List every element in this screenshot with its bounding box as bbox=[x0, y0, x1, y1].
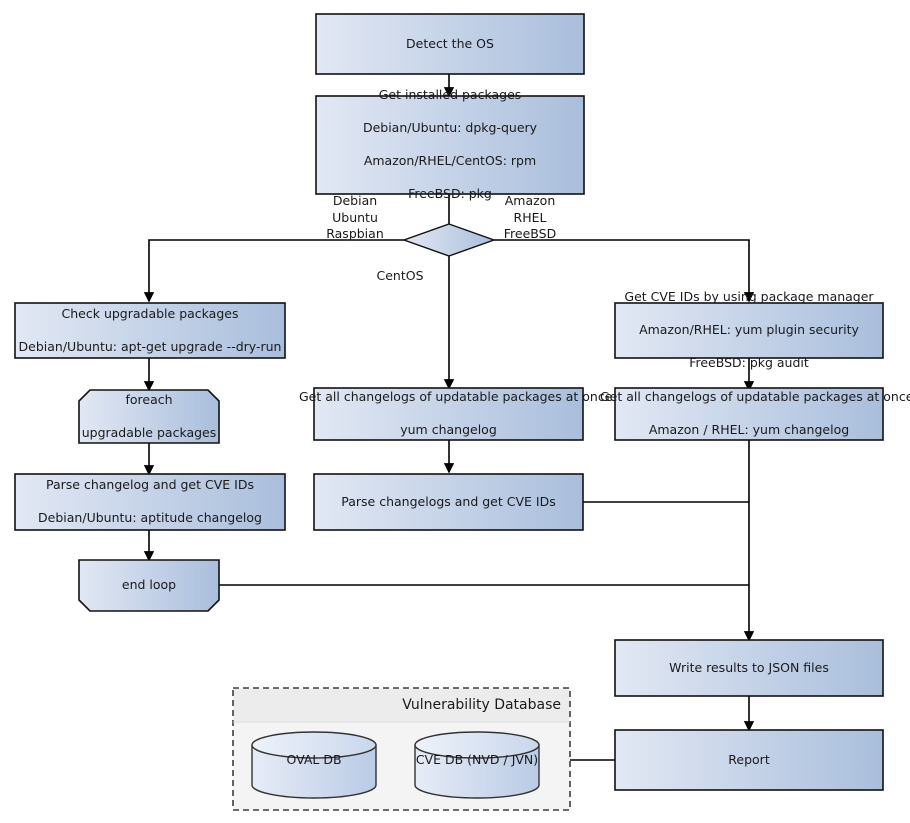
branch-right-line-2: RHEL bbox=[513, 209, 547, 225]
node-get-installed-packages bbox=[315, 95, 585, 195]
node-os-decision bbox=[401, 223, 497, 257]
db-oval-label: OVAL DB bbox=[252, 752, 376, 767]
branch-right-line-1: Amazon bbox=[504, 193, 556, 208]
branch-left-line-2: Ubuntu bbox=[332, 209, 378, 225]
edge-decision-right bbox=[494, 239, 755, 303]
node-changelogs-center bbox=[313, 387, 584, 441]
edge-label-right-branch: Amazon RHEL FreeBSD bbox=[475, 193, 585, 243]
edge-label-center-branch: CentOS bbox=[360, 268, 440, 285]
db-cve-label: CVE DB (NVD / JVN) bbox=[415, 752, 539, 767]
edge-decision-left bbox=[143, 239, 404, 303]
node-foreach-shape bbox=[78, 389, 220, 444]
cve-db-text: CVE DB (NVD / JVN) bbox=[415, 752, 539, 767]
node-parse-changelogs-center bbox=[313, 473, 584, 531]
branch-left-line-3: Raspbian bbox=[326, 226, 384, 241]
db-cylinder-oval bbox=[251, 731, 377, 799]
node-get-cve-pkgmgr bbox=[614, 302, 884, 359]
edge-label-left-branch: Debian Ubuntu Raspbian bbox=[300, 193, 410, 243]
branch-right-line-3: FreeBSD bbox=[503, 226, 557, 241]
connector-lines bbox=[143, 74, 755, 761]
node-changelogs-right bbox=[614, 387, 884, 441]
oval-db-text: OVAL DB bbox=[286, 752, 342, 767]
vulnerability-database-title: Vulnerability Database bbox=[243, 696, 561, 714]
db-cylinder-cve bbox=[414, 731, 540, 799]
branch-center-line-1: CentOS bbox=[376, 268, 424, 283]
branch-left-line-1: Debian bbox=[332, 193, 378, 208]
node-check-upgradable bbox=[14, 302, 286, 359]
node-detect-os bbox=[315, 13, 585, 75]
node-write-json bbox=[614, 639, 884, 697]
node-report bbox=[614, 729, 884, 791]
node-parse-changelog-left bbox=[14, 473, 286, 531]
group-title-text: Vulnerability Database bbox=[402, 697, 561, 713]
node-end-loop-shape bbox=[78, 559, 220, 612]
